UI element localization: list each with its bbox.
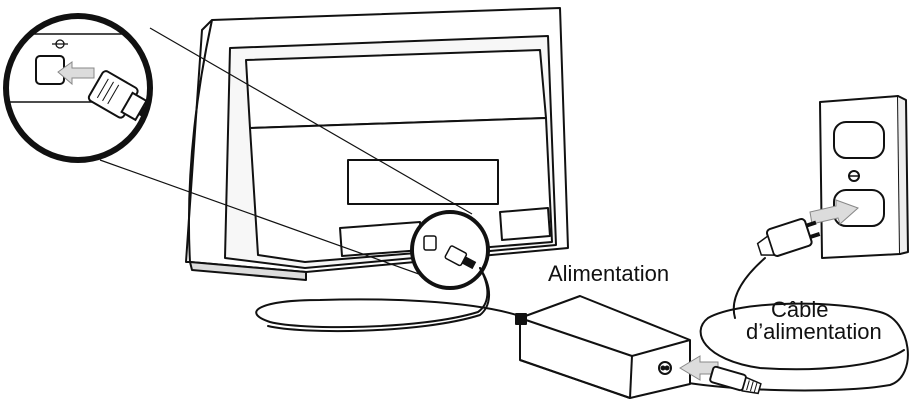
device-rear-view xyxy=(185,7,569,281)
wall-plug xyxy=(756,199,859,257)
zoom-circle-usb-closeup xyxy=(3,13,153,163)
power-cable-label-line1: Câble xyxy=(771,297,829,322)
power-adapter-brick xyxy=(515,295,691,399)
wall-outlet xyxy=(819,95,909,259)
highlight-circle-usb-port xyxy=(410,210,490,290)
cables xyxy=(255,257,909,392)
power-cable-label-line2: d’alimentation xyxy=(746,319,882,344)
adapter-plug xyxy=(679,355,762,395)
power-adapter-label: Alimentation xyxy=(548,261,670,286)
